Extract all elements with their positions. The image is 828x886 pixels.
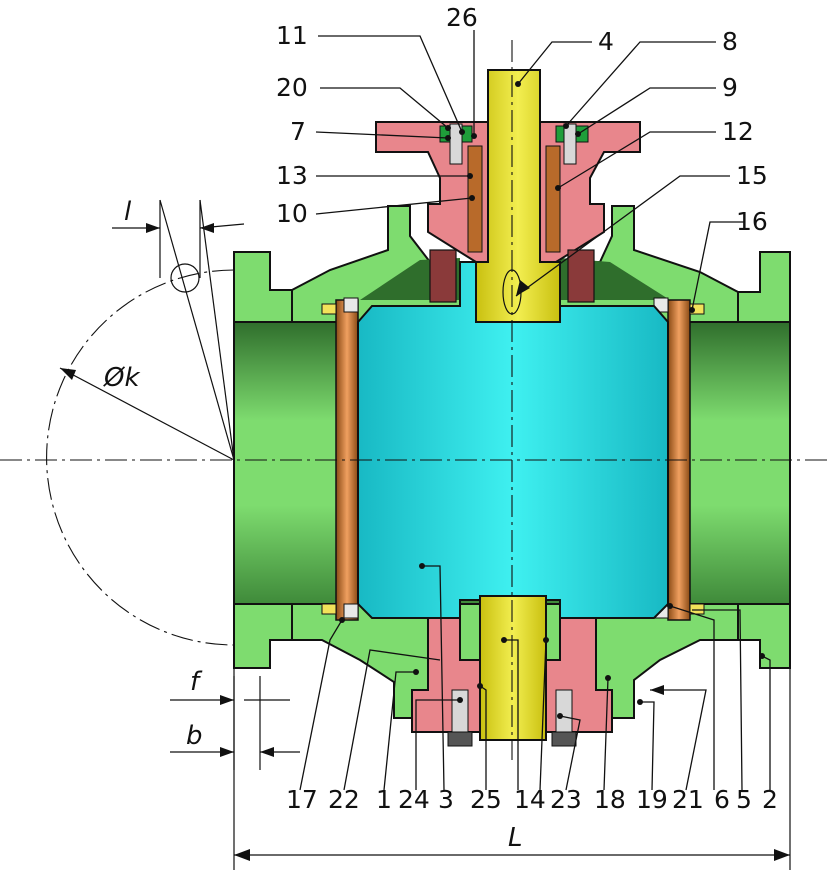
callout-15: 15 — [736, 161, 768, 190]
callout-10: 10 — [276, 199, 308, 228]
callout-23: 23 — [550, 785, 582, 814]
stem — [475, 69, 561, 741]
callout-6: 6 — [714, 785, 730, 814]
callout-1: 1 — [376, 785, 392, 814]
callout-8: 8 — [722, 27, 738, 56]
callout-14: 14 — [514, 785, 546, 814]
callout-16: 16 — [736, 207, 768, 236]
callout-11: 11 — [276, 21, 308, 50]
callout-5: 5 — [736, 785, 752, 814]
callout-7: 7 — [290, 117, 306, 146]
bottom-trunnion-cover — [411, 617, 613, 747]
callout-22: 22 — [328, 785, 360, 814]
dim-k-label: Øk — [103, 363, 140, 393]
dim-f-label: f — [190, 667, 203, 697]
callout-12: 12 — [722, 117, 754, 146]
callout-25: 25 — [470, 785, 502, 814]
callout-20: 20 — [276, 73, 308, 102]
dimension-lines — [112, 223, 791, 870]
callout-9: 9 — [722, 73, 738, 102]
bolt-circle-construction — [45, 199, 235, 646]
dimension-labels: l Øk f b L — [103, 197, 523, 853]
callout-3: 3 — [438, 785, 454, 814]
seat-rings — [321, 297, 705, 621]
callout-labels: 11 26 4 8 20 9 7 12 13 15 10 16 17 22 1 … — [276, 3, 778, 814]
leader-lines — [299, 30, 771, 791]
dim-L-label: L — [508, 823, 523, 853]
callout-4: 4 — [598, 27, 614, 56]
callout-2: 2 — [762, 785, 778, 814]
callout-26: 26 — [446, 3, 478, 32]
callout-13: 13 — [276, 161, 308, 190]
dim-l-label: l — [124, 197, 132, 227]
callout-17: 17 — [286, 785, 318, 814]
callout-19: 19 — [636, 785, 668, 814]
callout-21: 21 — [672, 785, 704, 814]
dim-b-label: b — [186, 721, 203, 751]
callout-18: 18 — [594, 785, 626, 814]
callout-24: 24 — [398, 785, 430, 814]
